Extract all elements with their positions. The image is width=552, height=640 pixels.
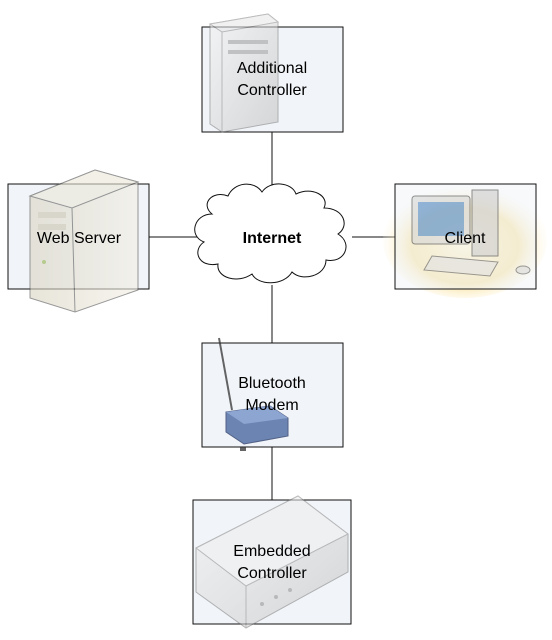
desktop-computer-icon: [411, 189, 531, 277]
node-embedded-controller-label-2: Controller: [237, 565, 307, 582]
node-web-server: Web Server: [7, 169, 150, 313]
node-client: Client: [383, 182, 547, 298]
node-bluetooth-modem-label-2: Modem: [245, 397, 298, 414]
wireless-modem-icon: [218, 337, 289, 451]
internet-label: Internet: [243, 230, 302, 247]
internet-hub: Internet: [194, 183, 347, 284]
node-web-server-label: Web Server: [37, 230, 122, 247]
node-bluetooth-modem-label-1: Bluetooth: [238, 375, 306, 392]
node-additional-controller-label-2: Controller: [237, 82, 307, 99]
node-bluetooth-modem: Bluetooth Modem: [201, 337, 344, 451]
connection-lines: [149, 132, 395, 500]
node-additional-controller: Additional Controller: [201, 13, 344, 133]
node-additional-controller-label-1: Additional: [237, 60, 307, 77]
node-embedded-controller-label-1: Embedded: [233, 543, 310, 560]
server-tower-icon: [28, 169, 140, 313]
node-client-label: Client: [445, 230, 486, 247]
controller-box-icon: [195, 495, 349, 629]
node-embedded-controller: Embedded Controller: [192, 495, 352, 629]
controller-box-icon: [208, 13, 280, 133]
cloud-icon: [194, 183, 347, 284]
